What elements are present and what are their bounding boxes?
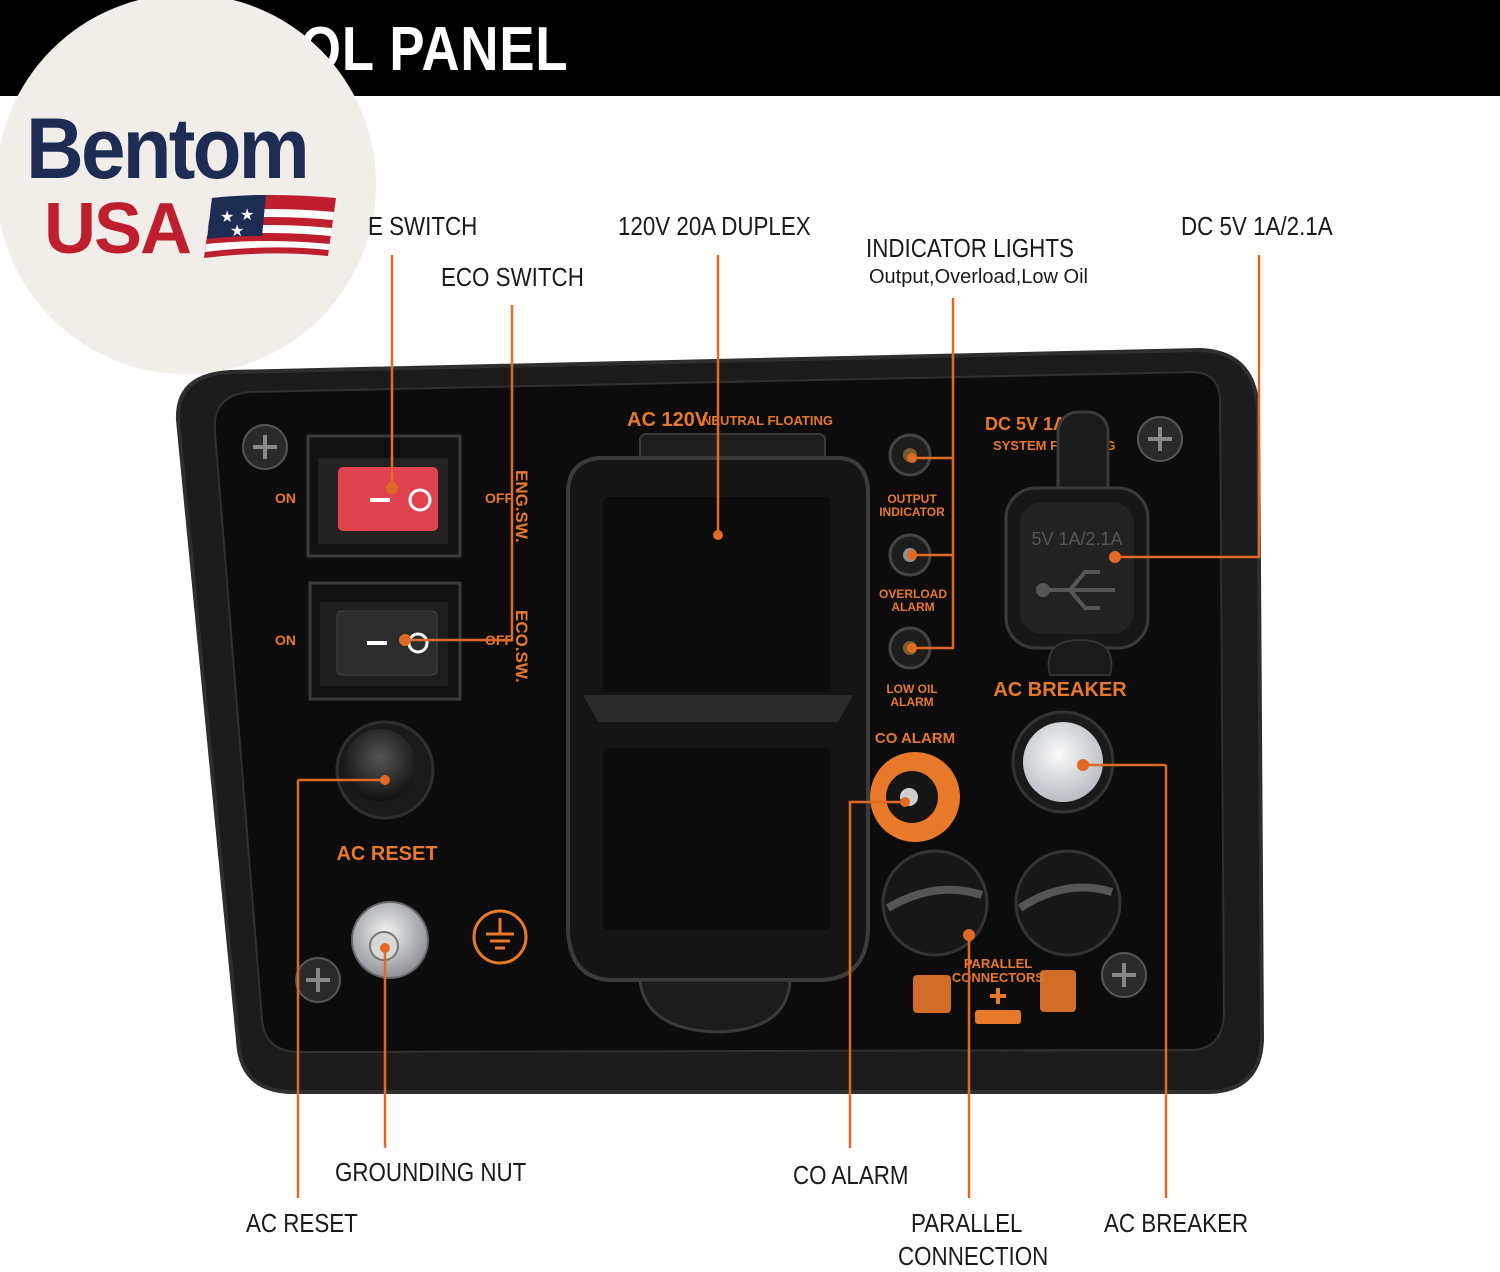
label-co-alarm-panel: CO ALARM	[875, 730, 955, 747]
flag-icon: ★ ★ ★	[204, 195, 336, 258]
eco-switch	[308, 581, 462, 701]
svg-text:★: ★	[240, 205, 254, 224]
label-ac-breaker-panel: AC BREAKER	[993, 679, 1127, 701]
screw-icon	[295, 957, 341, 1003]
label-ac120: AC 120V	[627, 409, 709, 431]
callout-ac-reset: AC RESET	[246, 1208, 358, 1238]
usb-symbol-icon	[1036, 570, 1115, 610]
callout-dc: DC 5V 1A/2.1A	[1181, 211, 1333, 241]
callout-duplex: 120V 20A DUPLEX	[618, 211, 811, 241]
parallel-connector-right	[1014, 849, 1122, 957]
label-neutral-floating: NEUTRAL FLOATING	[702, 413, 833, 428]
screw-icon	[242, 424, 288, 470]
callout-grounding-nut: GROUNDING NUT	[335, 1157, 527, 1187]
svg-text:★: ★	[230, 221, 244, 240]
callout-eco-switch: ECO SWITCH	[441, 262, 584, 292]
callout-indicator-lights: INDICATOR LIGHTS	[866, 233, 1074, 263]
label-low-oil-alarm: ALARM	[890, 695, 933, 709]
page-title: OL PANEL	[300, 15, 569, 84]
callout-parallel-line2: CONNECTION	[898, 1241, 1049, 1271]
ground-symbol-icon	[472, 909, 528, 965]
label-off-engine: OFF	[485, 490, 513, 506]
label-overload-alarm: ALARM	[891, 600, 934, 614]
parallel-terminal-icons	[913, 970, 1076, 1024]
label-low-oil: LOW OIL	[886, 682, 937, 696]
label-ac-reset-panel: AC RESET	[336, 843, 437, 865]
callout-engine-switch: E SWITCH	[368, 211, 478, 241]
label-parallel: PARALLEL	[964, 956, 1032, 971]
leader-lines	[296, 255, 1261, 1198]
label-connectors: CONNECTORS	[952, 970, 1045, 985]
parallel-connector-left	[881, 849, 989, 957]
svg-text:★: ★	[220, 207, 234, 226]
label-eng-sw: ENG.SW.	[512, 470, 531, 543]
label-on-eco: ON	[275, 632, 296, 648]
label-output: OUTPUT	[887, 492, 937, 506]
grounding-nut	[351, 901, 429, 979]
usb-port-cover: 5V 1A/2.1A	[1004, 410, 1150, 676]
screw-icon	[1137, 416, 1183, 462]
label-indicator: INDICATOR	[879, 505, 945, 519]
logo-wordmark: Bentom	[26, 101, 310, 197]
ac-breaker-button	[1011, 710, 1115, 814]
co-alarm-light	[870, 752, 960, 842]
callout-parallel-line1: PARALLEL	[911, 1208, 1023, 1238]
label-usb-cap: 5V 1A/2.1A	[1031, 529, 1122, 549]
ac-reset-button	[335, 720, 435, 820]
callout-indicator-lights-sub: Output,Overload,Low Oil	[869, 266, 1088, 288]
label-on-engine: ON	[275, 490, 296, 506]
logo-usa-text: USA	[44, 189, 192, 269]
logo-badge	[0, 0, 376, 374]
screw-icon	[1101, 952, 1147, 998]
label-overload: OVERLOAD	[879, 587, 947, 601]
engine-switch	[306, 434, 462, 558]
label-eco-sw: ECO.SW.	[512, 610, 531, 683]
callout-co-alarm: CO ALARM	[793, 1160, 909, 1190]
duplex-outlet-cover	[566, 433, 870, 1034]
callout-ac-breaker: AC BREAKER	[1104, 1208, 1249, 1238]
